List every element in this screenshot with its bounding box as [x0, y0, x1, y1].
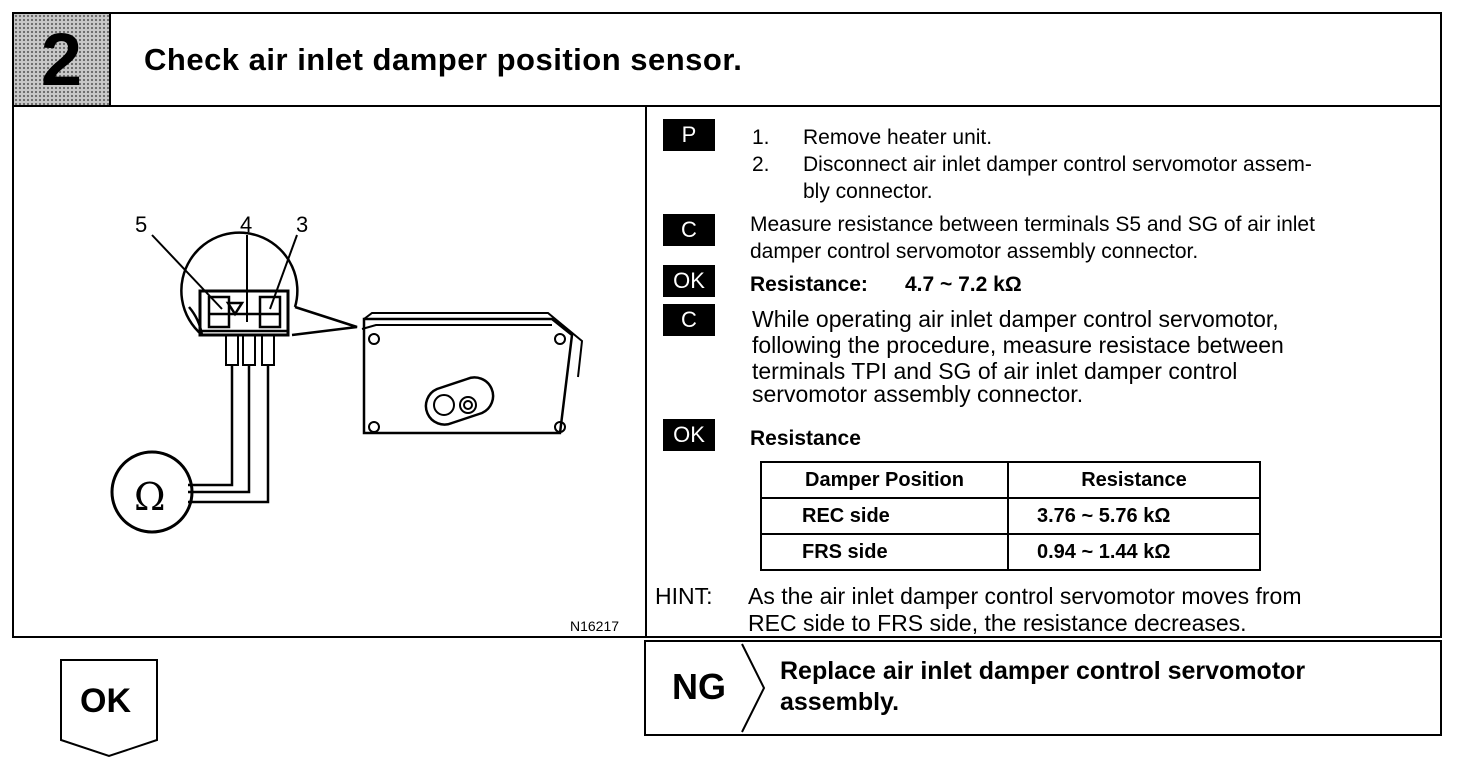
- table-header-cell: Damper Position: [760, 461, 1009, 499]
- check1-line1: Measure resistance between terminals S5 …: [750, 213, 1315, 236]
- step-2-text-line1: Disconnect air inlet damper control serv…: [803, 153, 1312, 176]
- step-number-box: 2: [14, 14, 111, 105]
- table-cell: REC side: [760, 497, 1009, 535]
- check1-tag: C: [663, 214, 715, 246]
- ng-action-line1: Replace air inlet damper control servomo…: [780, 657, 1306, 685]
- resistance-table: Damper Position Resistance REC side 3.76…: [760, 461, 1261, 571]
- ng-action-line2: assembly.: [780, 688, 900, 716]
- check2-line3: terminals TPI and SG of air inlet damper…: [752, 358, 1238, 384]
- check2-line4: servomotor assembly connector.: [752, 381, 1084, 407]
- step-2-text-line2: bly connector.: [803, 180, 933, 203]
- step-1-num: 1.: [752, 126, 770, 149]
- check2-line1: While operating air inlet damper control…: [752, 306, 1279, 332]
- figure-code: N16217: [570, 618, 620, 634]
- ng-label: NG: [672, 666, 726, 707]
- ok1-tag: OK: [663, 265, 715, 297]
- step-1-text: Remove heater unit.: [803, 126, 993, 149]
- table-cell: FRS side: [760, 533, 1009, 571]
- check2-line2: following the procedure, measure resista…: [752, 332, 1284, 358]
- table-row: REC side 3.76 ~ 5.76 kΩ: [760, 497, 1261, 535]
- connector-diagram: [110, 231, 584, 534]
- check1-line2: damper control servomotor assembly conne…: [750, 240, 1199, 263]
- hint-line2: REC side to FRS side, the resistance dec…: [748, 610, 1247, 636]
- table-header-cell: Resistance: [1007, 461, 1261, 499]
- hint-label: HINT:: [655, 583, 713, 609]
- hint-line1: As the air inlet damper control servomot…: [748, 583, 1302, 609]
- ok2-label: Resistance: [750, 427, 861, 450]
- step-header: 2 Check air inlet damper position sensor…: [12, 12, 1442, 107]
- ohmmeter-symbol: Ω: [134, 475, 166, 519]
- table-row: FRS side 0.94 ~ 1.44 kΩ: [760, 533, 1261, 571]
- step-2-num: 2.: [752, 153, 770, 176]
- table-cell: 3.76 ~ 5.76 kΩ: [1007, 497, 1261, 535]
- table-cell: 0.94 ~ 1.44 kΩ: [1007, 533, 1261, 571]
- ok1-value: 4.7 ~ 7.2 kΩ: [905, 273, 1022, 296]
- prep-tag: P: [663, 119, 715, 151]
- terminal-label-3: 3: [296, 212, 309, 237]
- ng-chevron: [741, 643, 766, 733]
- ok-arrow-box: [60, 659, 158, 758]
- step-title: Check air inlet damper position sensor.: [144, 42, 743, 77]
- terminal-label-5: 5: [135, 212, 148, 237]
- step-number: 2: [40, 17, 83, 101]
- terminal-label-4: 4: [240, 212, 253, 237]
- magnifier-circle: [180, 231, 299, 336]
- check2-tag: C: [663, 304, 715, 336]
- ok2-tag: OK: [663, 419, 715, 451]
- step-frame: [12, 12, 1442, 638]
- illustration-panel: [12, 105, 647, 638]
- ok1-label: Resistance:: [750, 273, 868, 296]
- ok-label: OK: [80, 682, 131, 720]
- table-header-row: Damper Position Resistance: [760, 461, 1261, 499]
- ng-result-box: [644, 640, 1442, 736]
